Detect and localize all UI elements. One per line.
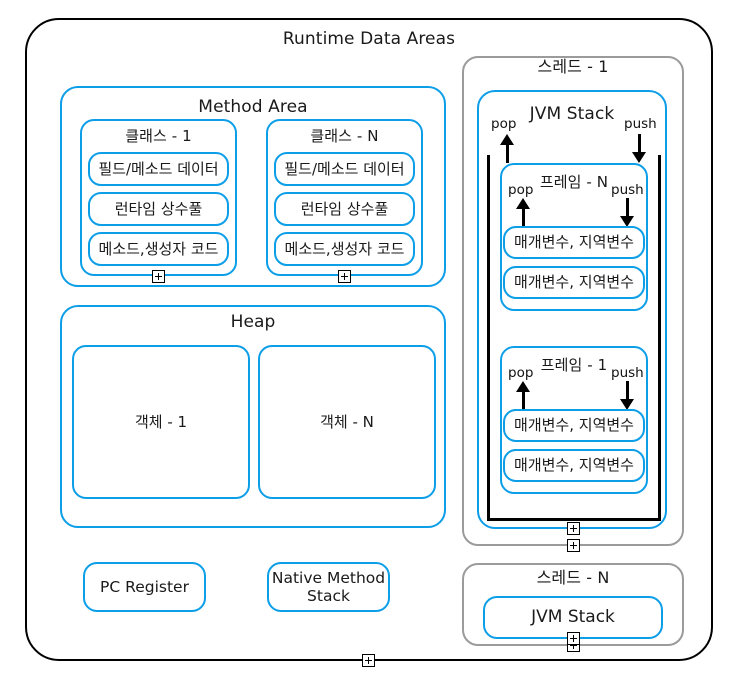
frame-n-push-arrow [620, 198, 634, 227]
frame-n-title: 프레임 - N [539, 173, 609, 191]
thread-n-title: 스레드 - N [536, 568, 610, 587]
thread-1-jvm-stack-collapse-icon[interactable] [567, 522, 580, 535]
native-method-stack-line-1: Native Method [271, 569, 386, 587]
runtime-data-areas-collapse-icon[interactable] [362, 654, 375, 667]
class-n-row-1[interactable] [274, 192, 415, 226]
thread-1-collapse-icon[interactable] [567, 539, 580, 552]
thread-1-title: 스레드 - 1 [537, 57, 609, 76]
class-1-row-2-label: 메소드,생성자 코드 [98, 239, 219, 258]
frame-n-row-1[interactable] [503, 266, 645, 299]
class-n-row-0-label: 필드/메소드 데이터 [284, 159, 405, 178]
jvm-stack-bracket [487, 155, 661, 521]
method-area-container[interactable] [60, 86, 446, 287]
jvm-stack-pop-label: pop [491, 116, 517, 132]
frame-1-row-1[interactable] [503, 449, 645, 482]
class-n-collapse-icon[interactable] [338, 270, 351, 283]
pc-register-box[interactable] [83, 562, 206, 612]
thread-n-jvm-stack-collapse-icon[interactable] [567, 632, 580, 645]
jvm-stack-push-arrow [632, 134, 646, 163]
runtime-data-areas-title: Runtime Data Areas [282, 29, 456, 49]
class-1-row-0[interactable] [88, 152, 229, 186]
class-n-title: 클래스 - N [310, 127, 379, 145]
thread-1-jvm-stack-title: JVM Stack [529, 104, 615, 124]
frame-1-container[interactable] [500, 346, 648, 494]
class-n-row-0[interactable] [274, 152, 415, 186]
class-1-row-1[interactable] [88, 192, 229, 226]
frame-1-row-1-label: 매개변수, 지역변수 [514, 456, 634, 474]
jvm-stack-push-label: push [624, 116, 657, 132]
frame-n-row-1-label: 매개변수, 지역변수 [514, 273, 634, 291]
class-1-row-0-label: 필드/메소드 데이터 [98, 159, 219, 178]
native-method-stack-label: Native Method Stack [267, 562, 390, 612]
class-1-row-1-label: 런타임 상수풀 [114, 199, 203, 218]
frame-1-push-arrow [620, 381, 634, 410]
frame-n-row-0[interactable] [503, 226, 645, 259]
frame-n-row-0-label: 매개변수, 지역변수 [514, 233, 634, 251]
heap-object-1-label: 객체 - 1 [134, 412, 188, 431]
class-n-row-1-label: 런타임 상수풀 [300, 199, 389, 218]
frame-1-push-label: push [611, 365, 644, 381]
frame-n-push-label: push [611, 182, 644, 198]
frame-1-title: 프레임 - 1 [540, 356, 608, 374]
thread-n-jvm-stack-label: JVM Stack [531, 607, 615, 627]
frame-n-pop-arrow [516, 198, 530, 227]
frame-1-row-0[interactable] [503, 409, 645, 442]
class-1-row-2[interactable] [88, 232, 229, 266]
method-area-title: Method Area [198, 97, 308, 117]
frame-1-pop-arrow [516, 381, 530, 410]
heap-object-n-label: 객체 - N [320, 412, 374, 431]
heap-title: Heap [230, 312, 276, 332]
class-n-row-2-label: 메소드,생성자 코드 [284, 239, 405, 258]
frame-1-row-0-label: 매개변수, 지역변수 [514, 416, 634, 434]
jvm-stack-pop-arrow [500, 134, 514, 163]
native-method-stack-line-2: Stack [307, 587, 350, 605]
class-1-title: 클래스 - 1 [125, 127, 192, 145]
heap-container[interactable] [60, 305, 446, 528]
frame-1-pop-label: pop [508, 365, 534, 381]
class-n-row-2[interactable] [274, 232, 415, 266]
pc-register-label: PC Register [100, 577, 189, 596]
class-1-collapse-icon[interactable] [152, 270, 165, 283]
native-method-stack-box[interactable] [267, 562, 390, 612]
frame-n-pop-label: pop [508, 182, 534, 198]
heap-object-1[interactable] [72, 345, 250, 499]
heap-object-n[interactable] [258, 345, 436, 499]
frame-n-container[interactable] [500, 163, 648, 311]
